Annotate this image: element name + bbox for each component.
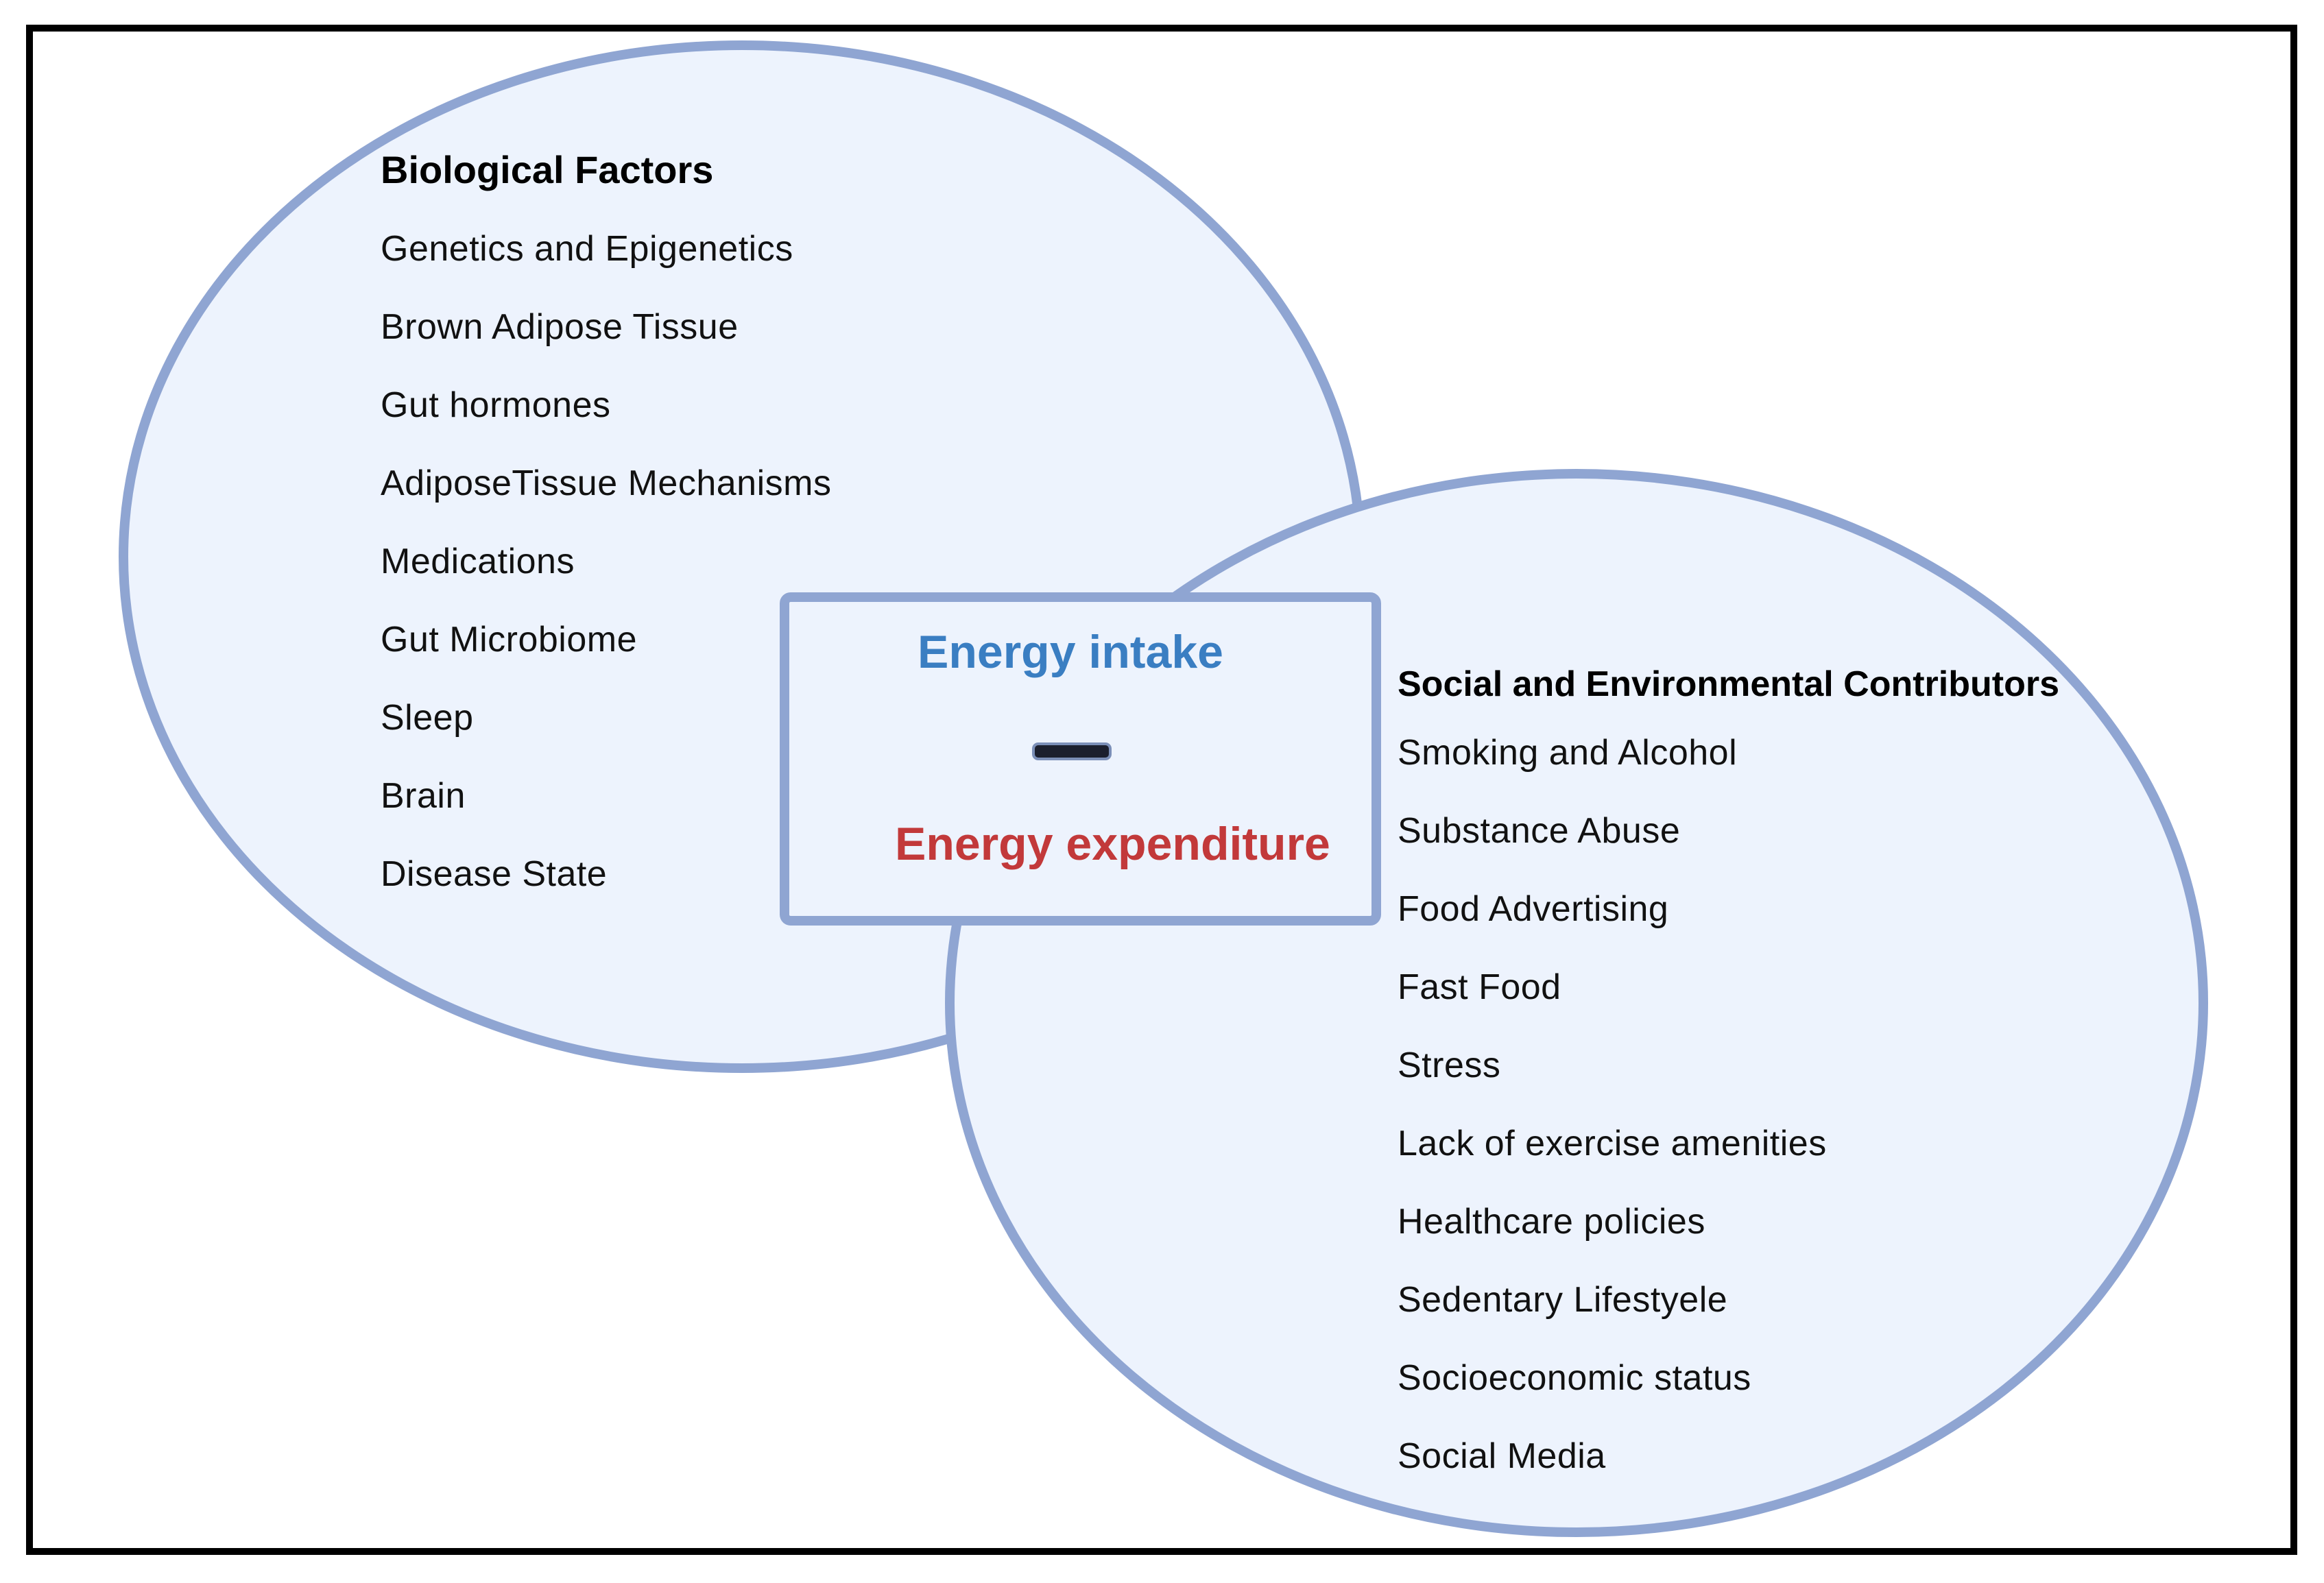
list-item: Sleep (381, 698, 474, 738)
list-item: Fast Food (1398, 967, 1561, 1007)
list-item: Lack of exercise amenities (1398, 1124, 1827, 1163)
list-item: Socioeconomic status (1398, 1358, 1751, 1398)
list-item: AdiposeTissue Mechanisms (381, 463, 832, 503)
list-item: Smoking and Alcohol (1398, 733, 1738, 773)
list-item: Healthcare policies (1398, 1202, 1705, 1242)
list-item: Gut hormones (381, 385, 611, 425)
energy-intake-label: Energy intake (918, 626, 1223, 678)
list-item: Genetics and Epigenetics (381, 229, 793, 269)
list-item: Stress (1398, 1046, 1501, 1085)
list-item: Gut Microbiome (381, 620, 637, 660)
minus-icon (1032, 742, 1112, 760)
list-item: Brown Adipose Tissue (381, 307, 739, 347)
list-item: Medications (381, 542, 575, 581)
list-item: Sedentary Lifestyele (1398, 1280, 1728, 1320)
list-item: Disease State (381, 854, 608, 894)
social-heading: Social and Environmental Contributors (1398, 664, 2059, 704)
list-item: Social Media (1398, 1436, 1606, 1476)
list-item: Substance Abuse (1398, 811, 1681, 851)
energy-expenditure-label: Energy expenditure (895, 818, 1330, 870)
list-item: Food Advertising (1398, 889, 1669, 929)
list-item: Brain (381, 776, 466, 816)
biological-heading: Biological Factors (381, 148, 714, 191)
